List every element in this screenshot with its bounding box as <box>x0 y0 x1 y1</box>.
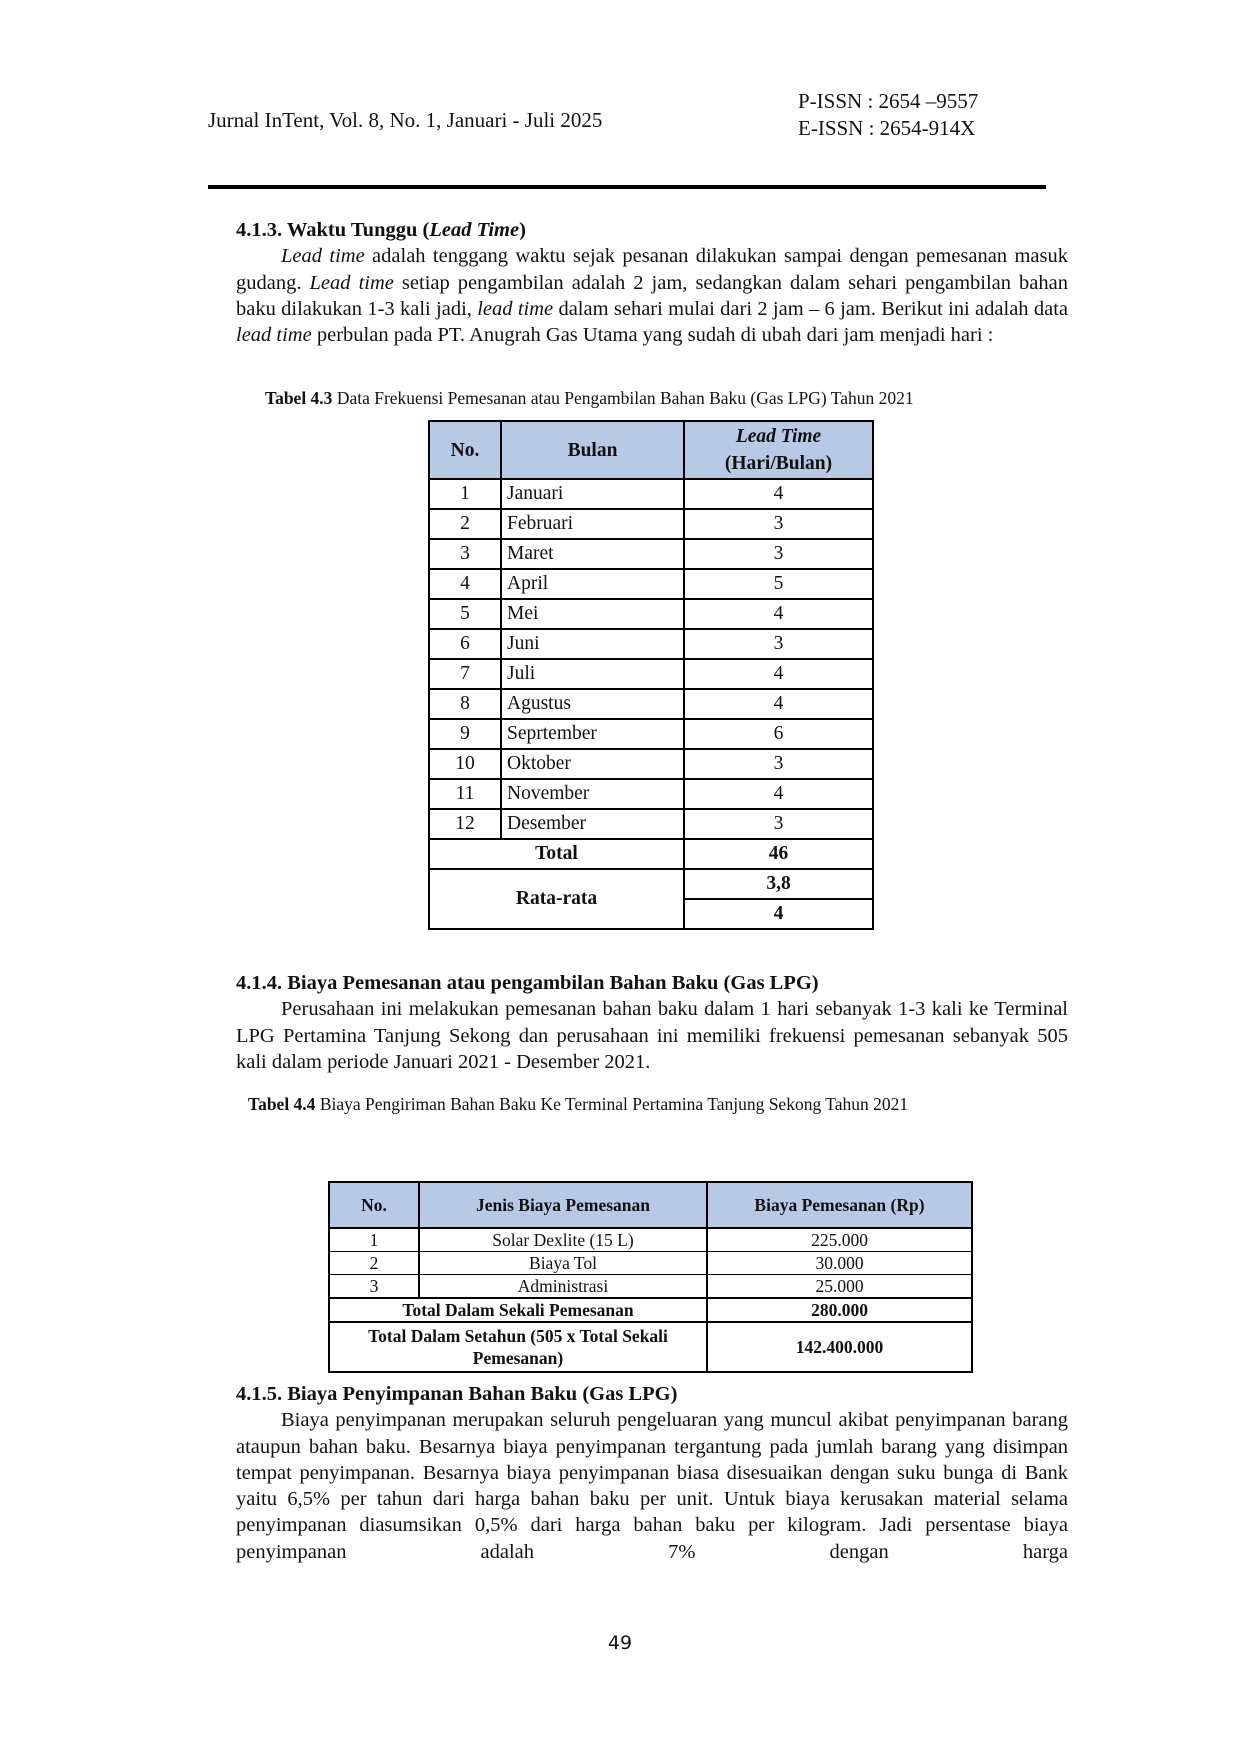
cell-no: 2 <box>328 1251 420 1275</box>
cell-lead-time: 3 <box>683 748 874 780</box>
cell-bulan: Agustus <box>500 688 685 720</box>
cell-bulan: Seprtember <box>500 718 685 750</box>
section-415-heading: 4.1.5. Biaya Penyimpanan Bahan Baku (Gas… <box>236 1383 678 1405</box>
cell-no: 7 <box>428 658 502 690</box>
eissn: E-ISSN : 2654-914X <box>798 116 976 140</box>
cell-bulan: Februari <box>500 508 685 540</box>
total-once-label: Total Dalam Sekali Pemesanan <box>328 1297 708 1323</box>
average-label: Rata-rata <box>428 868 685 930</box>
section-414-paragraph: Perusahaan ini melakukan pemesanan bahan… <box>236 998 1068 1073</box>
section-414-heading: 4.1.4. Biaya Pemesanan atau pengambilan … <box>236 972 819 994</box>
cell-bulan: Maret <box>500 538 685 570</box>
ordering-cost-table: No. Jenis Biaya Pemesanan Biaya Pemesana… <box>328 1181 973 1373</box>
total-year-label: Total Dalam Setahun (505 x Total Sekali … <box>328 1321 708 1373</box>
cell-biaya: 25.000 <box>706 1274 973 1299</box>
table-43-caption: Tabel 4.3 Data Frekuensi Pemesanan atau … <box>265 388 914 408</box>
cell-no: 12 <box>428 808 502 840</box>
cell-bulan: April <box>500 568 685 600</box>
total-once-value: 280.000 <box>706 1297 973 1323</box>
section-415-paragraph: Biaya penyimpanan merupakan seluruh peng… <box>236 1409 1068 1563</box>
cell-bulan: November <box>500 778 685 810</box>
cell-no: 1 <box>428 478 502 510</box>
cell-lead-time: 5 <box>683 568 874 600</box>
cell-bulan: Januari <box>500 478 685 510</box>
cell-no: 2 <box>428 508 502 540</box>
col-header-biaya: Biaya Pemesanan (Rp) <box>706 1181 973 1229</box>
cell-no: 3 <box>328 1274 420 1299</box>
cell-bulan: Desember <box>500 808 685 840</box>
cell-no: 3 <box>428 538 502 570</box>
cell-bulan: Mei <box>500 598 685 630</box>
col-header-jenis: Jenis Biaya Pemesanan <box>418 1181 708 1229</box>
cell-lead-time: 6 <box>683 718 874 750</box>
cell-no: 6 <box>428 628 502 660</box>
col-header-lead-time: Lead Time(Hari/Bulan) <box>683 420 874 480</box>
cell-no: 1 <box>328 1227 420 1252</box>
cell-lead-time: 4 <box>683 478 874 510</box>
issn-block: P-ISSN : 2654 –9557 E-ISSN : 2654-914X <box>798 88 978 142</box>
cell-no: 10 <box>428 748 502 780</box>
total-value: 46 <box>683 838 874 870</box>
col-header-no: No. <box>328 1181 420 1229</box>
total-year-value: 142.400.000 <box>706 1321 973 1373</box>
cell-lead-time: 4 <box>683 778 874 810</box>
cell-bulan: Juni <box>500 628 685 660</box>
cell-bulan: Juli <box>500 658 685 690</box>
section-414: 4.1.4. Biaya Pemesanan atau pengambilan … <box>236 970 1068 1075</box>
cell-lead-time: 4 <box>683 658 874 690</box>
cell-jenis: Administrasi <box>418 1274 708 1299</box>
section-413-heading: 4.1.3. Waktu Tunggu (Lead Time) <box>236 219 526 241</box>
section-413-paragraph: Lead time adalah tenggang waktu sejak pe… <box>236 245 1069 347</box>
cell-no: 8 <box>428 688 502 720</box>
section-413: 4.1.3. Waktu Tunggu (Lead Time) Lead tim… <box>236 217 1068 348</box>
cell-lead-time: 4 <box>683 688 874 720</box>
section-415: 4.1.5. Biaya Penyimpanan Bahan Baku (Gas… <box>236 1381 1068 1565</box>
page-number: 49 <box>607 1632 633 1654</box>
cell-no: 11 <box>428 778 502 810</box>
cell-lead-time: 3 <box>683 628 874 660</box>
cell-bulan: Oktober <box>500 748 685 780</box>
cell-lead-time: 3 <box>683 538 874 570</box>
journal-title: Jurnal InTent, Vol. 8, No. 1, Januari - … <box>208 108 603 132</box>
col-header-no: No. <box>428 420 502 480</box>
cell-no: 4 <box>428 568 502 600</box>
cell-no: 9 <box>428 718 502 750</box>
header-rule <box>208 185 1046 189</box>
total-label: Total <box>428 838 685 870</box>
cell-no: 5 <box>428 598 502 630</box>
cell-biaya: 225.000 <box>706 1227 973 1252</box>
average-rounded: 4 <box>683 898 874 930</box>
cell-biaya: 30.000 <box>706 1251 973 1275</box>
col-header-bulan: Bulan <box>500 420 685 480</box>
cell-lead-time: 3 <box>683 508 874 540</box>
cell-lead-time: 3 <box>683 808 874 840</box>
cell-lead-time: 4 <box>683 598 874 630</box>
cell-jenis: Solar Dexlite (15 L) <box>418 1227 708 1252</box>
average-value: 3,8 <box>683 868 874 900</box>
pissn: P-ISSN : 2654 –9557 <box>798 89 979 113</box>
table-44-caption: Tabel 4.4 Biaya Pengiriman Bahan Baku Ke… <box>248 1094 909 1114</box>
cell-jenis: Biaya Tol <box>418 1251 708 1275</box>
